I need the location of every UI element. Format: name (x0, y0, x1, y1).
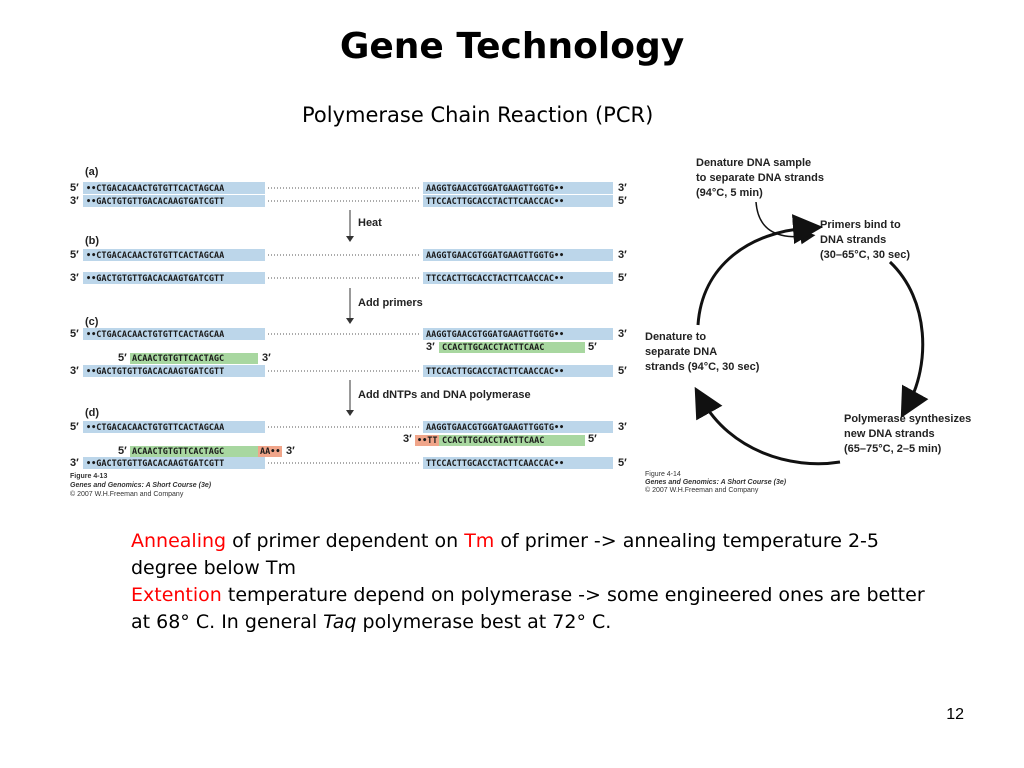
svg-text:AAGGTGAACGTGGATGAAGTTGGTG••: AAGGTGAACGTGGATGAAGTTGGTG•• (426, 423, 564, 433)
step-heat: Heat (358, 217, 382, 229)
primer-c-right: 3′ CCACTTGCACCTACTTCAAC 5′ (426, 341, 597, 353)
text-segment: of primer -> annealing temperature 2-5 d… (131, 530, 879, 579)
cycle-step-denature-sample: Denature DNA sample to separate DNA stra… (696, 157, 827, 199)
term-taq: Taq (323, 611, 357, 633)
svg-text:3′: 3′ (70, 457, 79, 469)
figure-left-caption-num: Figure 4-13 (70, 473, 107, 480)
svg-text:3′: 3′ (618, 421, 627, 433)
svg-text:3′: 3′ (70, 272, 79, 284)
text-segment: of primer dependent on (226, 530, 465, 552)
svg-text:3′: 3′ (618, 249, 627, 261)
pcr-strand-figure: (a) 5′ ••CTGACACAACTGTGTTCACTAGCAA AAGGT… (70, 166, 627, 498)
text-segment: polymerase best at 72° C. (356, 611, 612, 633)
svg-text:CCACTTGCACCTACTTCAAC: CCACTTGCACCTACTTCAAC (442, 436, 544, 446)
step-add-dntps: Add dNTPs and DNA polymerase (358, 389, 531, 401)
svg-text:5′: 5′ (618, 195, 627, 207)
strand-a-top: 5′ ••CTGACACAACTGTGTTCACTAGCAA AAGGTGAAC… (70, 182, 627, 194)
svg-text:AAGGTGAACGTGGATGAAGTTGGTG••: AAGGTGAACGTGGATGAAGTTGGTG•• (426, 184, 564, 194)
cycle-step-denature: Denature to separate DNA strands (94°C, … (645, 331, 760, 373)
svg-text:3′: 3′ (262, 352, 271, 364)
extended-d-right: 3′ ••TT CCACTTGCACCTACTTCAAC 5′ (403, 433, 597, 446)
pcr-cycle-figure: Denature DNA sample to separate DNA stra… (645, 157, 974, 494)
strand-c-top: 5′ ••CTGACACAACTGTGTTCACTAGCAA AAGGTGAAC… (70, 328, 627, 340)
explanation-text: Annealing of primer dependent on Tm of p… (131, 528, 931, 636)
svg-text:••GACTGTGTTGACACAAGTGATCGTT: ••GACTGTGTTGACACAAGTGATCGTT (86, 274, 224, 284)
svg-text:AAGGTGAACGTGGATGAAGTTGGTG••: AAGGTGAACGTGGATGAAGTTGGTG•• (426, 330, 564, 340)
svg-text:••CTGACACAACTGTGTTCACTAGCAA: ••CTGACACAACTGTGTTCACTAGCAA (86, 251, 224, 261)
strand-b-top: 5′ ••CTGACACAACTGTGTTCACTAGCAA AAGGTGAAC… (70, 249, 627, 261)
svg-text:5′: 5′ (118, 445, 127, 457)
svg-text:ACAACTGTGTTCACTAGC: ACAACTGTGTTCACTAGC (132, 354, 224, 364)
svg-text:ACAACTGTGTTCACTAGC: ACAACTGTGTTCACTAGC (132, 447, 224, 457)
svg-text:3′: 3′ (618, 328, 627, 340)
strand-c-bottom: 3′ ••GACTGTGTTGACACAAGTGATCGTT TTCCACTTG… (70, 365, 627, 377)
svg-text:TTCCACTTGCACCTACTTCAACCAC••: TTCCACTTGCACCTACTTCAACCAC•• (426, 459, 564, 469)
panel-label-b: (b) (85, 235, 99, 247)
slide-title: Gene Technology (339, 26, 685, 67)
svg-text:3′: 3′ (426, 341, 435, 353)
svg-text:AA••: AA•• (260, 447, 281, 457)
cycle-step-polymerase: Polymerase synthesizes new DNA strands (… (844, 413, 974, 455)
extended-d-left: 5′ ACAACTGTGTTCACTAGC AA•• 3′ (118, 445, 295, 457)
svg-text:AAGGTGAACGTGGATGAAGTTGGTG••: AAGGTGAACGTGGATGAAGTTGGTG•• (426, 251, 564, 261)
svg-text:5′: 5′ (588, 433, 597, 445)
svg-text:••TT: ••TT (417, 436, 438, 446)
page-number: 12 (946, 706, 964, 723)
svg-text:••GACTGTGTTGACACAAGTGATCGTT: ••GACTGTGTTGACACAAGTGATCGTT (86, 197, 224, 207)
svg-text:5′: 5′ (618, 272, 627, 284)
svg-text:3′: 3′ (618, 182, 627, 194)
panel-label-a: (a) (85, 166, 99, 178)
svg-text:TTCCACTTGCACCTACTTCAACCAC••: TTCCACTTGCACCTACTTCAACCAC•• (426, 197, 564, 207)
svg-text:5′: 5′ (70, 249, 79, 261)
svg-text:5′: 5′ (70, 182, 79, 194)
slide-subtitle: Polymerase Chain Reaction (PCR) (302, 103, 654, 127)
panel-label-c: (c) (85, 316, 99, 328)
svg-text:3′: 3′ (70, 195, 79, 207)
figure-left-caption-book: Genes and Genomics: A Short Course (3e) (70, 482, 212, 489)
svg-text:5′: 5′ (70, 328, 79, 340)
svg-text:CCACTTGCACCTACTTCAAC: CCACTTGCACCTACTTCAAC (442, 343, 544, 353)
svg-text:TTCCACTTGCACCTACTTCAACCAC••: TTCCACTTGCACCTACTTCAACCAC•• (426, 274, 564, 284)
cycle-step-primers-bind: Primers bind to DNA strands (30–65°C, 30… (820, 219, 910, 261)
text-segment: temperature depend on polymerase -> some… (131, 584, 925, 633)
figure-right-caption-num: Figure 4-14 (645, 471, 681, 478)
strand-b-bottom: 3′ ••GACTGTGTTGACACAAGTGATCGTT TTCCACTTG… (70, 272, 627, 284)
svg-text:••GACTGTGTTGACACAAGTGATCGTT: ••GACTGTGTTGACACAAGTGATCGTT (86, 459, 224, 469)
svg-text:5′: 5′ (618, 365, 627, 377)
svg-text:3′: 3′ (403, 433, 412, 445)
primer-c-left: 5′ ACAACTGTGTTCACTAGC 3′ (118, 352, 271, 364)
figure-right-caption-book: Genes and Genomics: A Short Course (3e) (645, 479, 787, 486)
figure-right-caption-copy: © 2007 W.H.Freeman and Company (645, 486, 759, 494)
term-annealing: Annealing (131, 530, 227, 552)
svg-text:••CTGACACAACTGTGTTCACTAGCAA: ••CTGACACAACTGTGTTCACTAGCAA (86, 330, 224, 340)
svg-text:5′: 5′ (118, 352, 127, 364)
strand-d-top: 5′ ••CTGACACAACTGTGTTCACTAGCAA AAGGTGAAC… (70, 421, 627, 433)
strand-d-bottom: 3′ ••GACTGTGTTGACACAAGTGATCGTT TTCCACTTG… (70, 457, 627, 469)
term-tm: Tm (464, 530, 495, 552)
svg-text:••CTGACACAACTGTGTTCACTAGCAA: ••CTGACACAACTGTGTTCACTAGCAA (86, 423, 224, 433)
svg-text:3′: 3′ (70, 365, 79, 377)
svg-text:5′: 5′ (618, 457, 627, 469)
step-add-primers: Add primers (358, 297, 423, 309)
panel-label-d: (d) (85, 407, 99, 419)
term-extention: Extention (131, 584, 222, 606)
svg-text:••CTGACACAACTGTGTTCACTAGCAA: ••CTGACACAACTGTGTTCACTAGCAA (86, 184, 224, 194)
svg-text:5′: 5′ (588, 341, 597, 353)
svg-text:TTCCACTTGCACCTACTTCAACCAC••: TTCCACTTGCACCTACTTCAACCAC•• (426, 367, 564, 377)
svg-text:5′: 5′ (70, 421, 79, 433)
figure-left-caption-copy: © 2007 W.H.Freeman and Company (70, 490, 184, 498)
svg-text:••GACTGTGTTGACACAAGTGATCGTT: ••GACTGTGTTGACACAAGTGATCGTT (86, 367, 224, 377)
strand-a-bottom: 3′ ••GACTGTGTTGACACAAGTGATCGTT TTCCACTTG… (70, 195, 627, 207)
svg-text:3′: 3′ (286, 445, 295, 457)
